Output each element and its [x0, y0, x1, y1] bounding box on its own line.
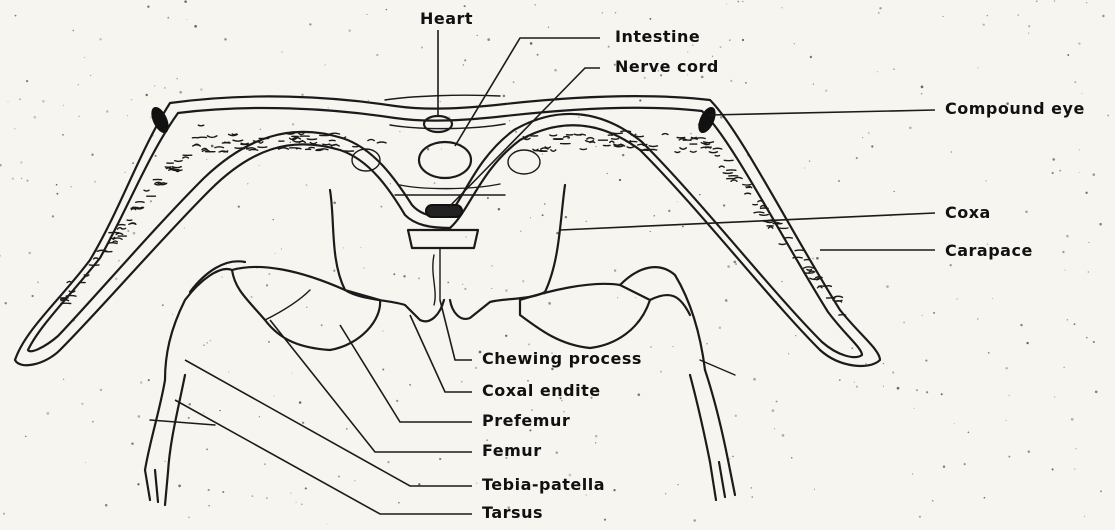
compound-eye-left: [148, 104, 173, 135]
compound-eye-right: [695, 104, 720, 135]
label-intestine: Intestine: [615, 27, 700, 46]
label-tebia-patella: Tebia-patella: [482, 475, 605, 494]
label-compound-eye: Compound eye: [945, 99, 1085, 118]
nerve-cord-organ: [426, 205, 462, 217]
label-coxa: Coxa: [945, 203, 991, 222]
label-nerve-cord: Nerve cord: [615, 57, 719, 76]
intestine-organ: [419, 142, 471, 178]
label-chewing-process: Chewing process: [482, 349, 642, 368]
body-core: [352, 95, 540, 305]
carapace-texture: [61, 125, 846, 315]
heart-organ: [424, 116, 452, 132]
label-femur: Femur: [482, 441, 542, 460]
label-heart: Heart: [420, 9, 473, 28]
left-leg: [145, 261, 380, 505]
leader-lines: [175, 30, 935, 514]
label-coxal-endite: Coxal endite: [482, 381, 601, 400]
label-tarsus: Tarsus: [482, 503, 543, 522]
label-carapace: Carapace: [945, 241, 1033, 260]
label-prefemur: Prefemur: [482, 411, 570, 430]
